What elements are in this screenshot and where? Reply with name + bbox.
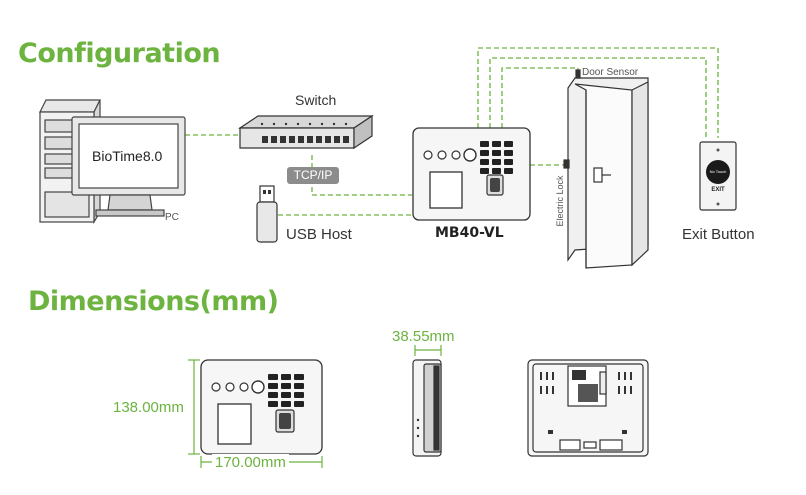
side-view-device [412, 359, 442, 457]
tcpip-label: TCP/IP [293, 168, 333, 182]
exit-button-label: Exit Button [682, 226, 755, 243]
usb-stick [256, 185, 278, 243]
switch-device [238, 114, 374, 150]
monitor-screen-text: BioTime8.0 [92, 148, 163, 164]
height-dimension: 138.00mm [111, 399, 186, 416]
pc-label: PC [165, 212, 179, 223]
configuration-title: Configuration [18, 38, 221, 69]
door [563, 69, 649, 269]
front-view-device [200, 359, 323, 455]
monitor [71, 116, 186, 217]
exit-button-device [699, 141, 737, 211]
height-dimension-line [188, 359, 200, 455]
mb40-device-config [412, 127, 531, 221]
switch-label: Switch [295, 92, 337, 108]
depth-dimension: 38.55mm [392, 328, 455, 345]
depth-dimension-line [414, 345, 442, 356]
exit-button-face-text: EXIT [711, 187, 725, 193]
back-view-device [527, 359, 649, 457]
exit-button-brand: No Touch [709, 169, 727, 174]
tcpip-badge [287, 167, 339, 184]
dimensions-title: Dimensions(mm) [28, 286, 279, 317]
electric-lock-label: Electric Lock [555, 175, 565, 227]
usb-host-label: USB Host [286, 226, 352, 243]
device-model-label: MB40-VL [435, 225, 504, 241]
width-dimension: 170.00mm [212, 454, 289, 471]
door-sensor-label: Door Sensor [582, 67, 639, 78]
